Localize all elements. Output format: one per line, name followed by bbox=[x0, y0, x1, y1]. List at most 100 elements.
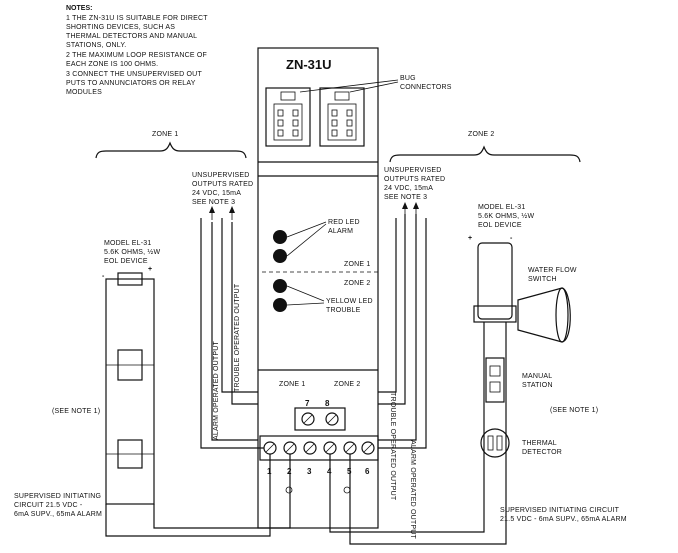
thermal-detector bbox=[480, 428, 510, 458]
arrow-up bbox=[402, 202, 408, 214]
pointer-line bbox=[286, 285, 325, 302]
zn31u-module: ZN-31U BUG CONNECTORS bbox=[257, 47, 452, 529]
zone2-bracket-label: ZONE 2 bbox=[468, 131, 494, 138]
terminal-screw bbox=[283, 441, 297, 455]
note-line: 2 THE MAXIMUM LOOP RESISTANCE OF bbox=[66, 52, 207, 59]
left-eol-device: MODEL EL-31 5.6K OHMS, ½W EOL DEVICE - +… bbox=[14, 240, 291, 537]
manual-station-label: STATION bbox=[522, 382, 553, 389]
zone1-bracket-label: ZONE 1 bbox=[152, 131, 178, 138]
pipe-end bbox=[555, 287, 569, 343]
terminal-block-bottom bbox=[259, 435, 379, 461]
thermal-element bbox=[496, 435, 503, 451]
terminal-number: 8 bbox=[325, 399, 330, 408]
eol-resistor bbox=[117, 272, 143, 286]
plus-sign: + bbox=[468, 235, 472, 242]
unsupervised-right-label: SEE NOTE 3 bbox=[384, 194, 427, 201]
minus-sign: - bbox=[510, 235, 513, 242]
note-line: MODULES bbox=[66, 89, 102, 96]
terminal-number: 6 bbox=[365, 467, 370, 476]
terminal-number: 7 bbox=[305, 399, 310, 408]
zone1-bracket: ZONE 1 bbox=[95, 131, 247, 159]
bug-connectors-label: BUG bbox=[400, 75, 416, 82]
note-line: STATIONS, ONLY. bbox=[66, 42, 126, 49]
minus-sign: - bbox=[102, 273, 105, 280]
manual-station bbox=[485, 357, 505, 403]
note-line: 1 THE ZN-31U IS SUITABLE FOR DIRECT bbox=[66, 15, 208, 22]
unsupervised-left-label: UNSUPERVISED bbox=[192, 172, 250, 179]
left-alarm-wire bbox=[211, 222, 258, 441]
unsupervised-left-label: SEE NOTE 3 bbox=[192, 199, 235, 206]
mounting-hole bbox=[343, 486, 351, 494]
module-title: ZN-31U bbox=[286, 57, 332, 72]
notes-heading: NOTES: bbox=[66, 5, 92, 12]
right-circuit-label: SUPERVISED INITIATING CIRCUIT bbox=[500, 507, 620, 514]
bug-connector-right bbox=[319, 87, 365, 147]
yellow-led-label: YELLOW LED bbox=[326, 298, 373, 305]
thermal-detector-label: THERMAL bbox=[522, 440, 557, 447]
red-led-label: RED LED bbox=[328, 219, 360, 226]
note-line: 3 CONNECT THE UNSUPERVISED OUT bbox=[66, 71, 202, 78]
left-loop-wire bbox=[105, 278, 155, 505]
water-flow-label: SWITCH bbox=[528, 276, 557, 283]
left-trouble-output-label: TROUBLE OPERATED OUTPUT bbox=[234, 283, 241, 392]
unsupervised-right-label: OUTPUTS RATED bbox=[384, 176, 445, 183]
manual-station-label: MANUAL bbox=[522, 373, 552, 380]
note-line: PUTS TO ANNUNCIATORS OR RELAY bbox=[66, 80, 196, 87]
left-model-label: MODEL EL-31 bbox=[104, 240, 151, 247]
zone1-label: ZONE 1 bbox=[279, 381, 305, 388]
right-trouble-wire bbox=[378, 218, 397, 393]
yellow-led-zone1 bbox=[273, 279, 287, 293]
left-alarm-wire bbox=[200, 218, 264, 449]
manual-station-handle bbox=[489, 365, 501, 377]
right-trouble-output-label: TROUBLE OPERATED OUTPUT bbox=[389, 392, 396, 501]
zone2-label: ZONE 2 bbox=[334, 381, 360, 388]
left-circuit-wire bbox=[105, 454, 271, 537]
terminal-screw bbox=[325, 412, 339, 426]
left-model-label: EOL DEVICE bbox=[104, 258, 148, 265]
red-led-zone1 bbox=[273, 230, 287, 244]
right-circuit-wire bbox=[349, 454, 507, 545]
unsupervised-left-label: 24 VDC, 15mA bbox=[192, 190, 241, 197]
water-flow-switch bbox=[477, 242, 513, 320]
terminal-screw bbox=[361, 441, 375, 455]
terminal-number: 3 bbox=[307, 467, 312, 476]
notes-block: NOTES: 1 THE ZN-31U IS SUITABLE FOR DIRE… bbox=[66, 5, 208, 96]
arrow-up bbox=[413, 202, 419, 214]
mounting-hole bbox=[285, 486, 293, 494]
left-see-note: (SEE NOTE 1) bbox=[52, 408, 100, 415]
pointer-line bbox=[299, 79, 399, 93]
right-see-note: (SEE NOTE 1) bbox=[550, 407, 598, 414]
arrow-up bbox=[209, 206, 215, 220]
note-line: EACH ZONE IS 100 OHMS. bbox=[66, 61, 158, 68]
right-circuit-wire bbox=[329, 454, 485, 533]
right-circuit-label: 21.5 VDC - 6mA SUPV., 65mA ALARM bbox=[500, 516, 627, 523]
left-alarm-output-label: ALARM OPERATED OUTPUT bbox=[213, 341, 220, 440]
unsupervised-left-label: OUTPUTS RATED bbox=[192, 181, 253, 188]
terminal-screw bbox=[303, 441, 317, 455]
left-circuit-label: CIRCUIT 21.5 VDC - bbox=[14, 502, 83, 509]
pointer-line bbox=[286, 302, 325, 306]
left-circuit-wire bbox=[153, 454, 291, 529]
terminal-screw bbox=[301, 412, 315, 426]
bug-connectors-label: CONNECTORS bbox=[400, 84, 452, 91]
plus-sign: + bbox=[148, 266, 152, 273]
left-model-label: 5.6K OHMS, ½W bbox=[104, 248, 160, 256]
pointer-line bbox=[286, 221, 327, 238]
red-led-sub: ALARM bbox=[328, 228, 353, 235]
terminal-screw bbox=[263, 441, 277, 455]
left-circuit-label: SUPERVISED INITIATING bbox=[14, 493, 101, 500]
thermal-element bbox=[487, 435, 494, 451]
note-line: THERMAL DETECTORS AND MANUAL bbox=[66, 33, 197, 40]
terminal-screw bbox=[343, 441, 357, 455]
right-alarm-wire bbox=[378, 218, 427, 449]
zone2-led-label: ZONE 2 bbox=[344, 280, 370, 287]
pointer-line bbox=[286, 223, 327, 257]
unsupervised-right-label: 24 VDC, 15mA bbox=[384, 185, 433, 192]
manual-station-handle bbox=[489, 381, 501, 393]
right-trouble-wire bbox=[378, 214, 406, 405]
yellow-led-zone2 bbox=[273, 298, 287, 312]
switch-clamp bbox=[473, 305, 517, 323]
terminal-block-top bbox=[294, 407, 346, 431]
right-model-label: 5.6K OHMS, ½W bbox=[478, 212, 534, 220]
